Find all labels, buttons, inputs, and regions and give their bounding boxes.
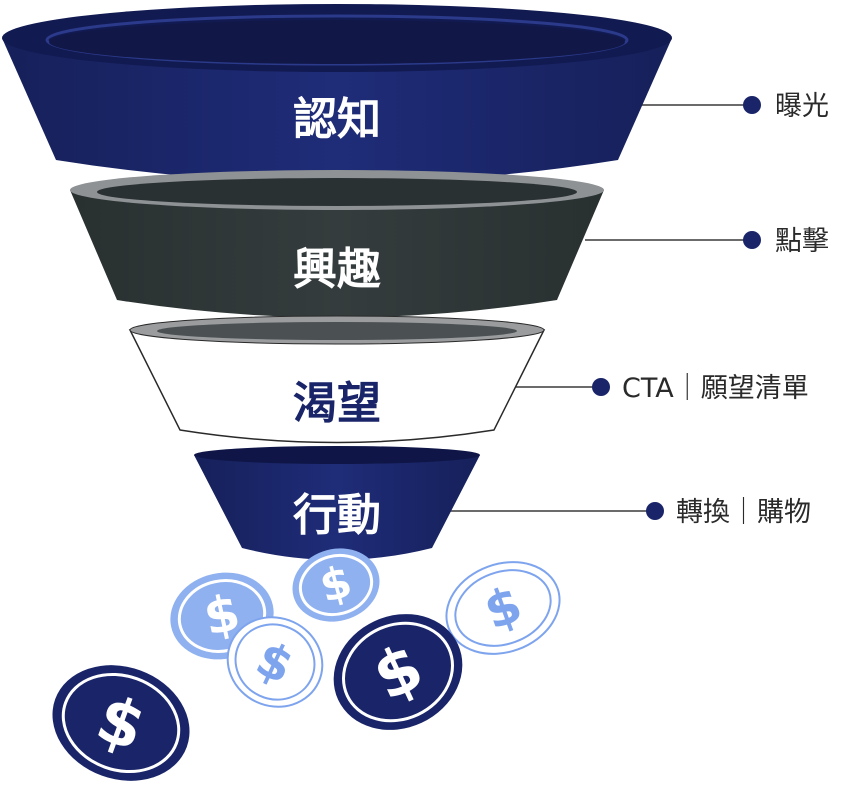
coin-dollar-icon: $	[226, 616, 324, 708]
connector-dot-awareness	[743, 96, 761, 114]
metric-label-desire: CTA｜願望清單	[622, 373, 809, 404]
stage-label-action: 行動	[293, 490, 381, 541]
funnel-stage-awareness	[2, 4, 672, 183]
stage-label-interest: 興趣	[293, 244, 381, 295]
funnel-stage-desire	[128, 315, 546, 444]
coin-dollar-icon: $	[292, 548, 380, 622]
coins: $ $ $ $ $ $	[52, 548, 561, 781]
connector-dot-desire	[592, 378, 610, 396]
funnel-stage-interest	[70, 170, 604, 318]
stage-label-desire: 渴望	[293, 378, 381, 429]
coin-dollar-icon: $	[52, 665, 190, 781]
coin-dollar-icon: $	[445, 561, 561, 655]
metric-label-awareness: 曝光	[775, 91, 829, 122]
metric-label-interest: 點擊	[775, 226, 829, 257]
connector-dot-interest	[743, 231, 761, 249]
stage-label-awareness: 認知	[293, 94, 381, 145]
connectors	[445, 96, 761, 520]
metric-label-action: 轉換｜購物	[676, 497, 811, 528]
connector-dot-action	[646, 502, 664, 520]
coin-dollar-icon: $	[333, 614, 463, 730]
funnel-stage-action	[194, 446, 480, 560]
